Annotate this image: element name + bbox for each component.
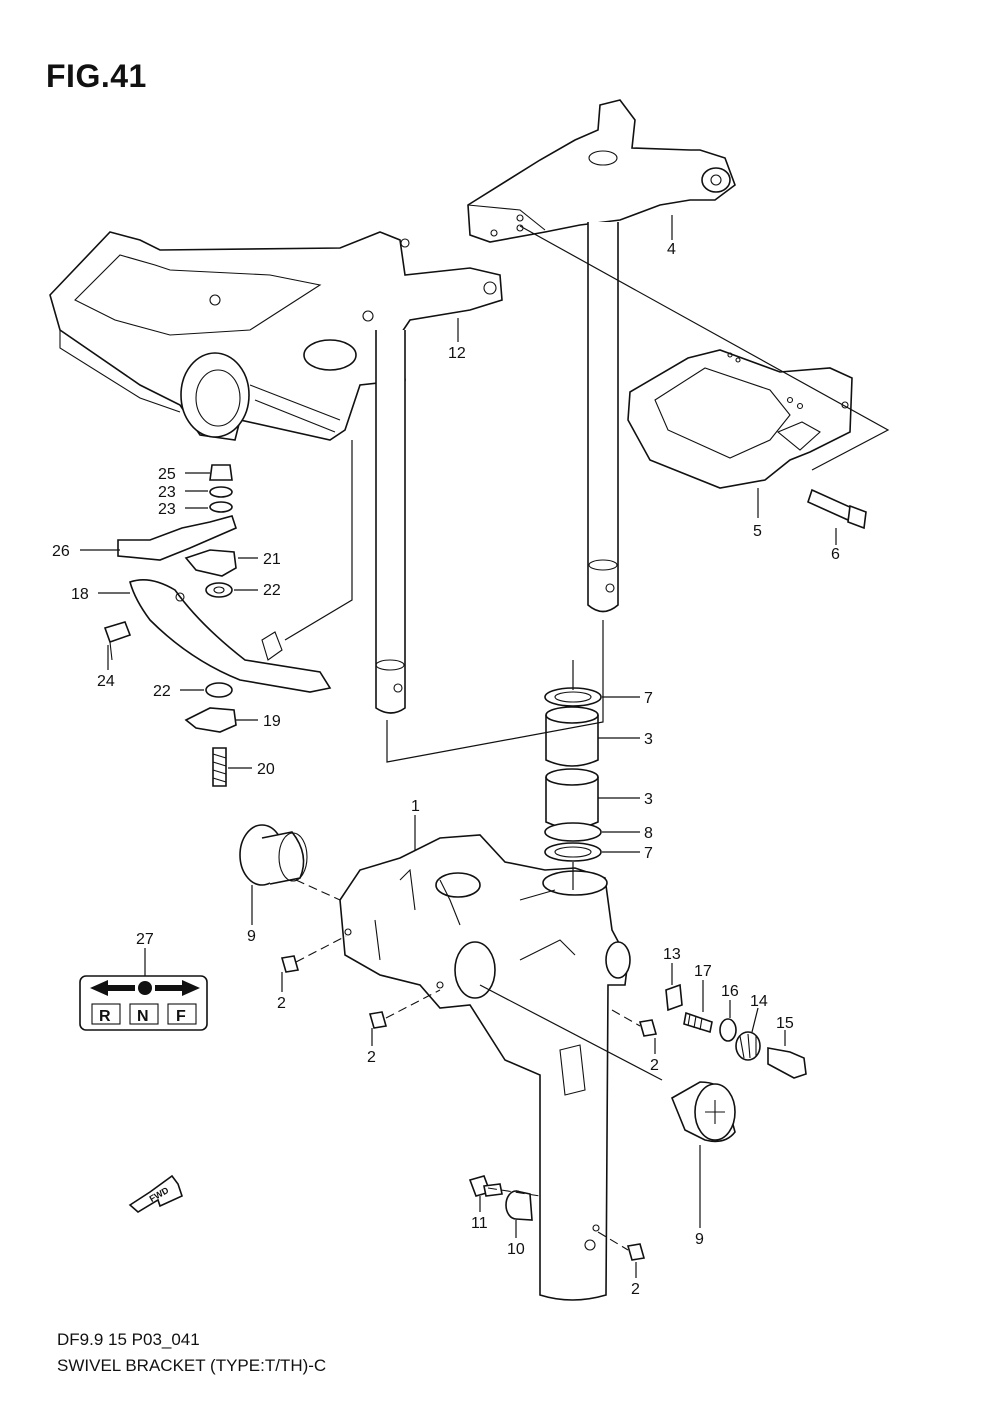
clamp-bracket-part	[49, 231, 503, 441]
swivel-bracket-part	[339, 834, 631, 1301]
tilt-pin-parts	[665, 983, 807, 1079]
callout-7b: 7	[644, 845, 653, 862]
neutral-dot-icon	[138, 981, 152, 995]
plate-letter-f: F	[176, 1008, 186, 1025]
callout-23b: 23	[158, 501, 176, 518]
plate-letter-r: R	[99, 1008, 111, 1025]
callout-numbers: 25 23 23 26 21 18 22 24 22 19 20 12 4 5 …	[52, 241, 840, 1298]
callout-12: 12	[448, 345, 466, 362]
bushing-9-left	[239, 824, 308, 886]
plate-letter-n: N	[137, 1008, 149, 1025]
assembly-lines	[284, 225, 890, 1251]
diagram-code: DF9.9 15 P03_041	[57, 1330, 200, 1349]
bolt-6-part	[807, 488, 867, 530]
callout-24: 24	[97, 673, 115, 690]
callout-7a: 7	[644, 690, 653, 707]
callout-2d: 2	[631, 1281, 640, 1298]
arrow-right-icon	[155, 980, 200, 996]
callout-13: 13	[663, 946, 681, 963]
bolt-collar-parts	[468, 1175, 533, 1221]
callout-25: 25	[158, 466, 176, 483]
main-shaft	[587, 222, 619, 613]
callout-9a: 9	[247, 928, 256, 945]
callout-14: 14	[750, 993, 768, 1010]
callout-1: 1	[411, 798, 420, 815]
steering-bracket-part	[467, 99, 736, 243]
bushings-stack	[544, 687, 602, 862]
callout-4: 4	[667, 241, 676, 258]
callout-2a: 2	[277, 995, 286, 1012]
callout-15: 15	[776, 1015, 794, 1032]
callout-leaders	[80, 215, 837, 1278]
figure-title: FIG.41	[46, 58, 147, 94]
callout-11: 11	[471, 1215, 488, 1232]
callout-16: 16	[721, 983, 739, 1000]
callout-19: 19	[263, 713, 281, 730]
callout-3b: 3	[644, 791, 653, 808]
callout-10: 10	[507, 1241, 525, 1258]
callout-27: 27	[136, 931, 154, 948]
label-plate-27: R N F	[79, 975, 208, 1031]
grease-nipples	[280, 955, 658, 1261]
callout-18: 18	[71, 586, 89, 603]
callout-17: 17	[694, 963, 712, 980]
upper-shaft	[375, 330, 406, 714]
callout-22a: 22	[263, 582, 281, 599]
callout-3a: 3	[644, 731, 653, 748]
callout-23a: 23	[158, 484, 176, 501]
callout-8: 8	[644, 825, 653, 842]
callout-9b: 9	[695, 1231, 704, 1248]
callout-26: 26	[52, 543, 70, 560]
fwd-arrow-icon: FWD	[128, 1174, 183, 1213]
bushing-9-right	[670, 1081, 736, 1143]
callout-20: 20	[257, 761, 275, 778]
arrow-left-icon	[90, 980, 135, 996]
diagram-caption: SWIVEL BRACKET (TYPE:T/TH)-C	[57, 1356, 327, 1375]
callout-2c: 2	[650, 1057, 659, 1074]
callout-6: 6	[831, 546, 840, 563]
callout-22b: 22	[153, 683, 171, 700]
callout-2b: 2	[367, 1049, 376, 1066]
callout-21: 21	[263, 551, 281, 568]
stopper-parts	[103, 464, 332, 787]
tilt-plate-part	[627, 349, 853, 489]
callout-5: 5	[753, 523, 762, 540]
